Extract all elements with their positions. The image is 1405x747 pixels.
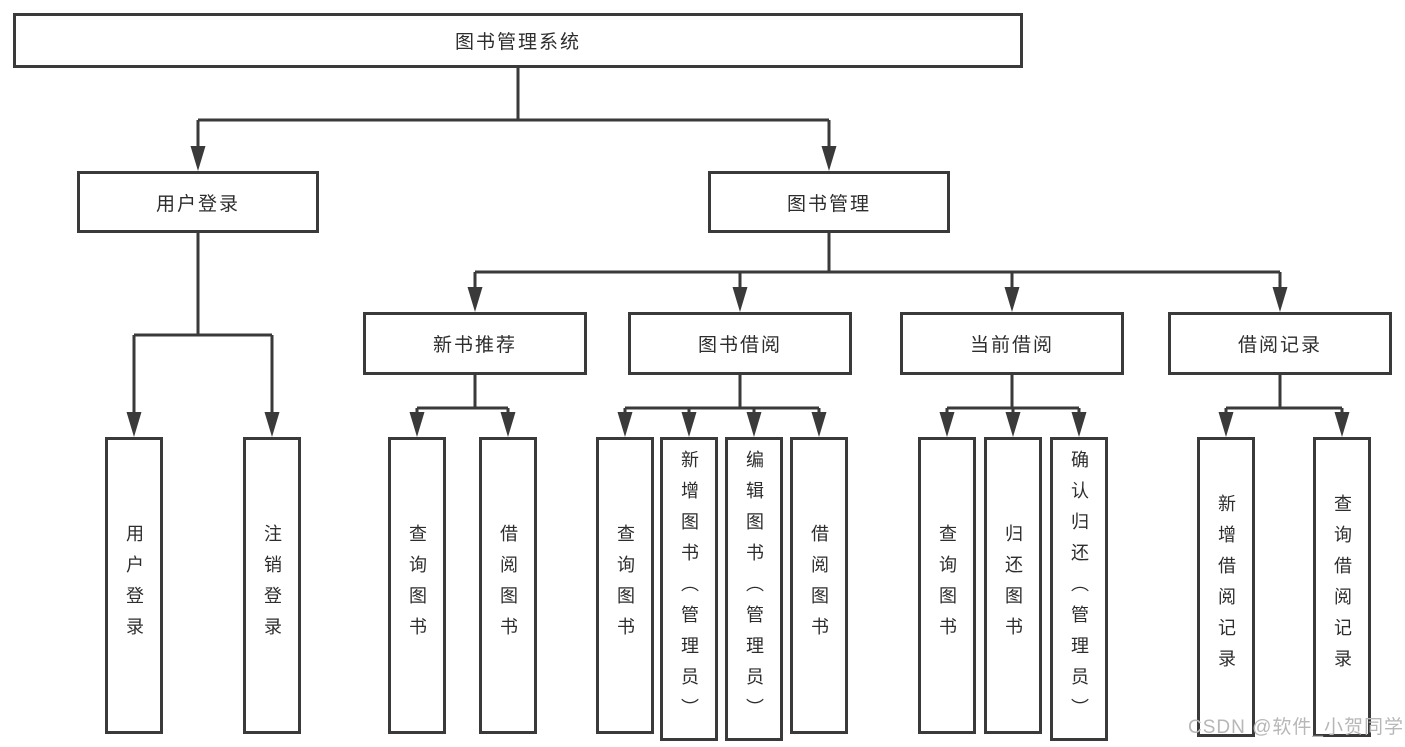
node-label: 用户登录 — [124, 523, 144, 648]
node-new-book-recommend: 新书推荐 — [363, 312, 587, 375]
node-label: 确认归还（管理员） — [1069, 449, 1089, 729]
watermark: CSDN @软件_小贺同学 — [1188, 717, 1404, 738]
arrowhead — [681, 412, 697, 437]
arrowhead — [821, 146, 837, 171]
node-label: 查询图书 — [937, 523, 957, 648]
node-label: 新增图书（管理员） — [679, 449, 699, 729]
connector-borrow-record-children — [1218, 375, 1350, 437]
arrowhead — [264, 412, 280, 437]
arrowhead — [811, 412, 827, 437]
arrowhead — [190, 146, 206, 171]
arrowhead — [467, 287, 483, 312]
node-logout-leaf: 注销登录 — [243, 437, 301, 734]
node-edit-book-admin: 编辑图书（管理员） — [725, 437, 783, 741]
arrowhead — [617, 412, 633, 437]
arrowhead — [746, 412, 762, 437]
arrowhead — [939, 412, 955, 437]
node-book-management-branch: 图书管理 — [708, 171, 950, 233]
connector-root-to-branches — [190, 68, 837, 171]
connector-new-book-children — [409, 375, 516, 437]
node-user-login-leaf: 用户登录 — [105, 437, 163, 734]
node-borrow-record: 借阅记录 — [1168, 312, 1392, 375]
connector-book-management-groups — [467, 233, 1288, 312]
arrowhead — [409, 412, 425, 437]
node-query-books-3: 查询图书 — [918, 437, 976, 734]
node-query-books-2: 查询图书 — [596, 437, 654, 734]
arrowhead — [1272, 287, 1288, 312]
node-label: 新增借阅记录 — [1216, 494, 1236, 680]
node-query-books-1: 查询图书 — [388, 437, 446, 734]
node-add-book-admin: 新增图书（管理员） — [660, 437, 718, 741]
node-borrow-books-1: 借阅图书 — [479, 437, 537, 734]
node-label: 查询借阅记录 — [1332, 494, 1352, 680]
node-user-login-branch: 用户登录 — [77, 171, 319, 233]
arrowhead — [1334, 412, 1350, 437]
node-book-borrow: 图书借阅 — [628, 312, 852, 375]
node-add-borrow-record: 新增借阅记录 — [1197, 437, 1255, 737]
arrowhead — [732, 287, 748, 312]
node-root-system: 图书管理系统 — [13, 13, 1023, 68]
node-label: 借阅图书 — [498, 523, 518, 648]
connector-current-borrow-children — [939, 375, 1087, 437]
arrowhead — [1005, 412, 1021, 437]
node-return-book: 归还图书 — [984, 437, 1042, 734]
node-label: 归还图书 — [1003, 523, 1023, 648]
node-confirm-return-admin: 确认归还（管理员） — [1050, 437, 1108, 741]
arrowhead — [126, 412, 142, 437]
arrowhead — [1004, 287, 1020, 312]
node-label: 查询图书 — [407, 523, 427, 648]
node-borrow-books-2: 借阅图书 — [790, 437, 848, 734]
connector-user-login-children — [126, 233, 280, 437]
node-label: 注销登录 — [262, 523, 282, 648]
arrowhead — [1218, 412, 1234, 437]
connector-book-borrow-children — [617, 375, 827, 437]
node-label: 编辑图书（管理员） — [744, 449, 764, 729]
arrowhead — [1071, 412, 1087, 437]
arrowhead — [500, 412, 516, 437]
node-current-borrow: 当前借阅 — [900, 312, 1124, 375]
node-label: 借阅图书 — [809, 523, 829, 648]
node-query-borrow-record: 查询借阅记录 — [1313, 437, 1371, 737]
node-label: 查询图书 — [615, 523, 635, 648]
